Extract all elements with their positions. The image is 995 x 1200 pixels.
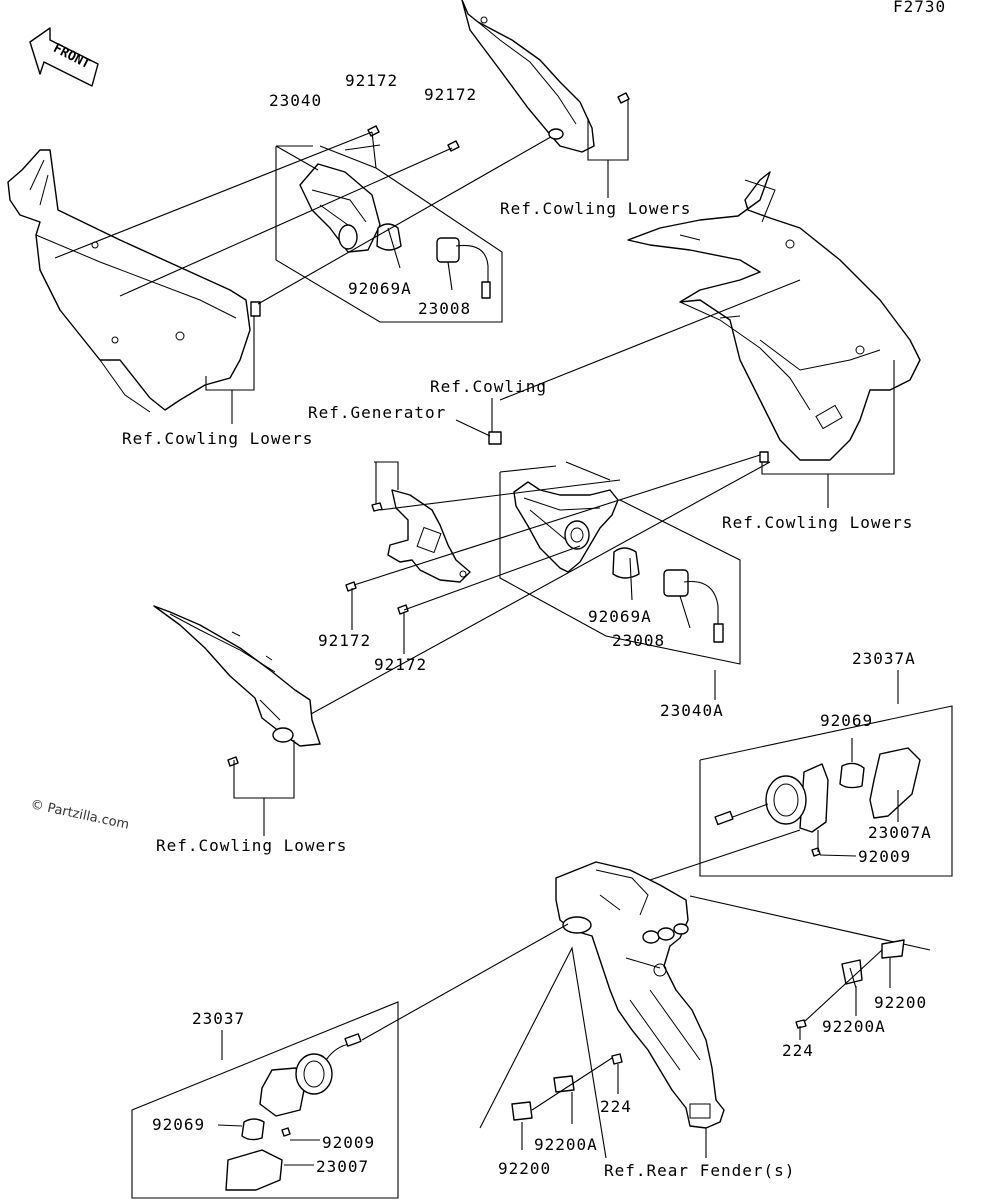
bulb-92069A-icon [612, 547, 640, 579]
group-bracket-23037 [131, 1001, 399, 1199]
label-92200A[interactable]: 92200A [534, 1135, 598, 1154]
label-92009[interactable]: 92009 [322, 1133, 375, 1152]
rear-fender-bracket [555, 861, 725, 1129]
group-bracket-23040 [275, 146, 503, 323]
label-23007[interactable]: 23007 [316, 1157, 369, 1176]
leader-cowling-lowers-4 [233, 740, 295, 799]
bulb-92069A-icon [376, 223, 402, 251]
label-92069A[interactable]: 92069A [348, 279, 412, 298]
label-92069A[interactable]: 92069A [588, 607, 652, 626]
leader-cowling-lowers-2 [205, 316, 255, 391]
front-turn-signal-left [299, 163, 381, 253]
bulb-92069-icon [839, 762, 865, 789]
label-23007A[interactable]: 23007A [868, 823, 932, 842]
watermark: © Partzilla.com [29, 797, 130, 833]
ref-rear-fender[interactable]: Ref.Rear Fender(s) [604, 1161, 795, 1180]
label-23040A[interactable]: 23040A [660, 701, 724, 720]
label-92172[interactable]: 92172 [345, 71, 398, 90]
leader-cowling-lowers-1 [587, 100, 629, 161]
label-23037[interactable]: 23037 [192, 1009, 245, 1028]
lens-23007-icon [225, 1149, 283, 1191]
label-92172[interactable]: 92172 [374, 655, 427, 674]
bolt-92172-icon [397, 604, 409, 615]
label-92172[interactable]: 92172 [318, 631, 371, 650]
ref-generator[interactable]: Ref.Generator [308, 403, 446, 422]
label-23008[interactable]: 23008 [418, 299, 471, 318]
grommet-icon [250, 301, 261, 317]
socket-23008-icon [663, 569, 724, 643]
bulb-92069-icon [241, 1118, 265, 1141]
label-224[interactable]: 224 [782, 1041, 814, 1060]
rear-turn-signal-left [259, 1033, 362, 1117]
label-224[interactable]: 224 [600, 1097, 632, 1116]
label-23008[interactable]: 23008 [612, 631, 665, 650]
nut-92200A-icon [841, 959, 863, 985]
screw-92009-icon [281, 1127, 291, 1137]
label-92069[interactable]: 92069 [152, 1115, 205, 1134]
label-23040[interactable]: 23040 [269, 91, 322, 110]
plate-92200-icon [881, 939, 905, 959]
mounting-bracket [387, 489, 471, 583]
ref-cowling-lowers[interactable]: Ref.Cowling Lowers [500, 199, 691, 218]
grommet-icon [759, 451, 769, 463]
nut-92200A-icon [553, 1075, 575, 1093]
socket-23008-icon [436, 237, 491, 299]
diagram-code: F2730 [893, 0, 946, 16]
ref-cowling-lowers[interactable]: Ref.Cowling Lowers [156, 836, 347, 855]
bolt-92172-icon [345, 581, 357, 592]
label-92172[interactable]: 92172 [424, 85, 477, 104]
bolt-upper-right-icon [617, 92, 630, 104]
ref-cowling-lowers[interactable]: Ref.Cowling Lowers [122, 429, 313, 448]
label-23037A[interactable]: 23037A [852, 649, 916, 668]
group-bracket-23040A [499, 472, 741, 665]
lower-left-cowling [153, 605, 321, 747]
clip-icon [488, 431, 502, 445]
screw-92009-icon [811, 847, 821, 857]
plate-92200-icon [511, 1101, 533, 1121]
right-cowling-panel [627, 171, 921, 461]
label-92200[interactable]: 92200 [874, 993, 927, 1012]
front-turn-signal-right [513, 481, 619, 573]
bolt-92172-icon [367, 125, 380, 137]
bolt-224-icon [611, 1053, 623, 1065]
left-cowling-panel [7, 149, 251, 413]
bolt-icon [371, 502, 383, 512]
ref-cowling[interactable]: Ref.Cowling [430, 377, 547, 396]
group-bracket-23037A [699, 705, 953, 877]
leader-bracket-right [689, 895, 931, 951]
label-92069[interactable]: 92069 [820, 711, 873, 730]
bolt-224-icon [795, 1019, 807, 1029]
lens-23007A-icon [869, 747, 921, 819]
label-92200[interactable]: 92200 [498, 1159, 551, 1178]
label-92009[interactable]: 92009 [858, 847, 911, 866]
ref-cowling-lowers[interactable]: Ref.Cowling Lowers [722, 513, 913, 532]
bolt-icon [227, 756, 239, 767]
label-92200A[interactable]: 92200A [822, 1017, 886, 1036]
upper-cowling-piece [461, 0, 595, 153]
front-arrow-icon: FRONT [29, 27, 99, 87]
rear-turn-signal-right [714, 763, 829, 833]
